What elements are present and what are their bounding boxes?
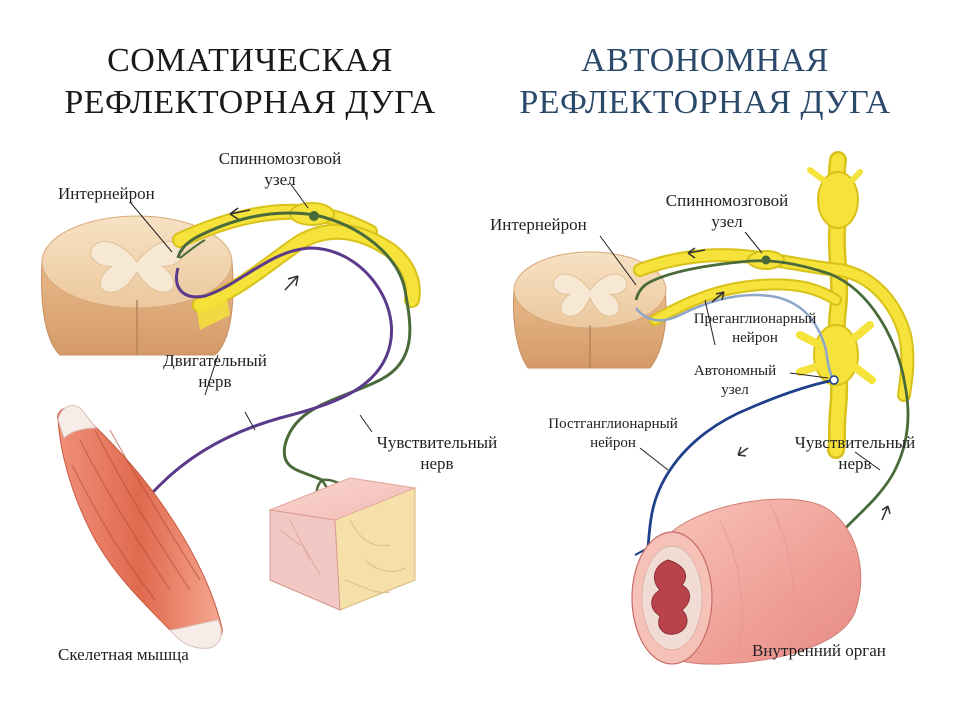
label-interneuron-right: Интернейрон: [490, 215, 587, 234]
motor-neuron-left: [138, 246, 393, 507]
label-spinal-ganglion-right: Спинномозговой узел: [665, 191, 789, 231]
sensory-cell-body-left: [309, 211, 319, 221]
label-autonomic-ganglion: Автономный узел: [693, 363, 777, 398]
sympathetic-trunk: [796, 151, 876, 459]
somatic-title: СОМАТИЧЕСКАЯ РЕФЛЕКТОРНАЯ ДУГА: [40, 40, 460, 124]
label-interneuron-left: Интернейрон: [58, 184, 155, 203]
leader-lines: [129, 182, 881, 471]
arrow-icon: [229, 207, 251, 220]
autonomic-title-line2: РЕФЛЕКТОРНАЯ ДУГА: [519, 84, 891, 121]
arrow-icon: [737, 446, 749, 457]
label-skeletal-muscle: Скелетная мышца: [58, 645, 189, 664]
spinal-cord-right: [513, 251, 667, 369]
autonomic-title: АВТОНОМНАЯ РЕФЛЕКТОРНАЯ ДУГА: [490, 40, 920, 124]
interneuron-left: [179, 239, 206, 259]
somatic-title-line2: РЕФЛЕКТОРНАЯ ДУГА: [64, 84, 436, 121]
skeletal-muscle: [57, 405, 223, 649]
spinal-nerve-right: [633, 248, 915, 402]
label-postganglionic-neuron: Постганглионарный нейрон: [548, 416, 678, 451]
skin-tissue: [268, 477, 417, 611]
internal-organ: [631, 498, 862, 665]
label-sensory-nerve-left: Чувствительный нерв: [376, 433, 498, 473]
label-motor-nerve: Двигательный нерв: [163, 351, 267, 391]
arrow-icon: [881, 505, 891, 521]
sensory-neuron-right: [634, 259, 910, 546]
label-internal-organ: Внутренний орган: [752, 641, 886, 660]
arrow-icon: [687, 247, 706, 259]
postganglionic-neuron: [646, 378, 835, 549]
sensory-cell-body-right: [761, 255, 771, 265]
label-sensory-nerve-right: Чувствительный нерв: [794, 433, 916, 473]
arrow-icon: [284, 275, 299, 291]
preganglionic-neuron: [635, 293, 836, 381]
autonomic-title-line1: АВТОНОМНАЯ: [581, 42, 829, 79]
somatic-title-line1: СОМАТИЧЕСКАЯ: [107, 42, 393, 79]
sensory-neuron-left: [176, 211, 412, 482]
arrow-icon: [711, 291, 725, 303]
autonomic-ganglion-cell: [829, 375, 839, 385]
label-preganglionic-neuron: Преганглионарный нейрон: [693, 311, 817, 346]
label-spinal-ganglion-left: Спинномозговой узел: [218, 149, 342, 189]
